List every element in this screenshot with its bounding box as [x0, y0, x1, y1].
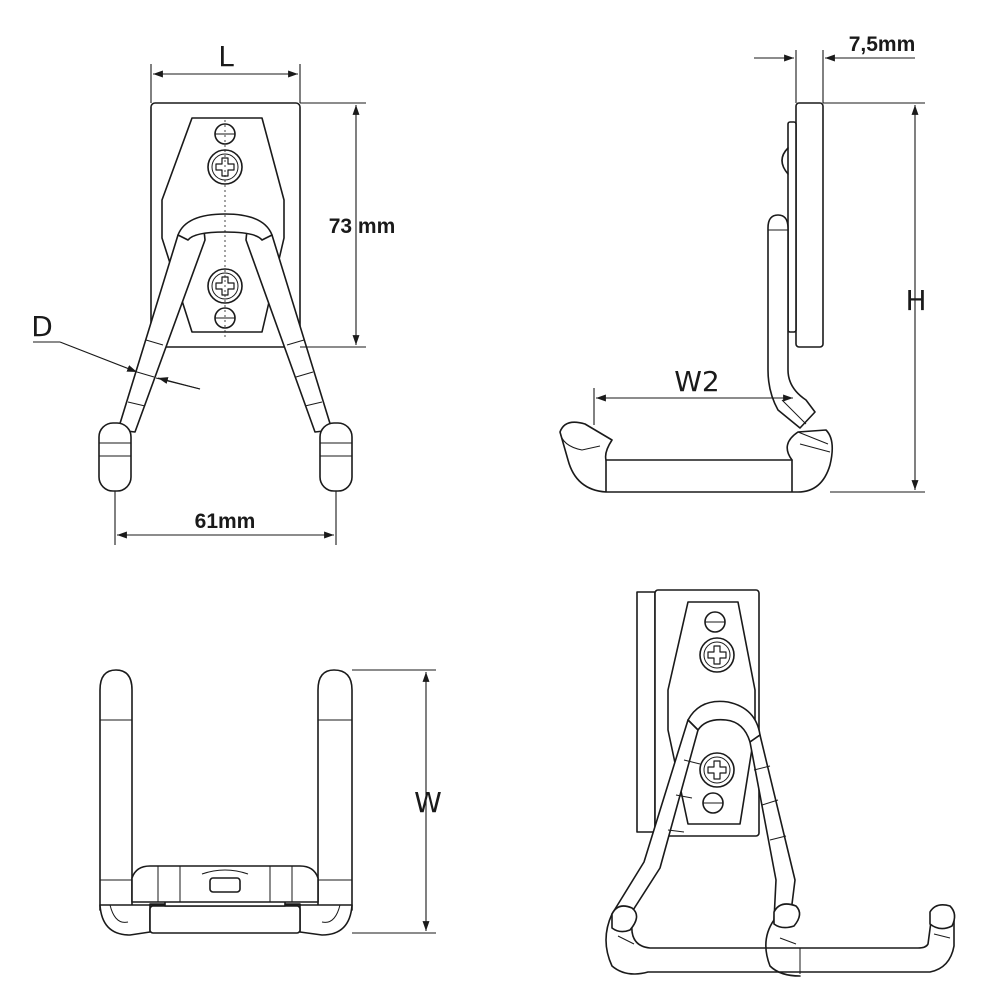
- top-right-arm: [317, 669, 353, 911]
- side-bottom-arm: [559, 421, 834, 493]
- dim-label-height: H: [905, 284, 926, 317]
- iso-bottom-rod: [605, 913, 955, 975]
- top-screw-head: [209, 877, 241, 893]
- top-view: W: [99, 669, 442, 936]
- dim-label-length: L: [218, 40, 234, 73]
- isometric-view: [605, 589, 956, 977]
- dim-label-height-73: 73 mm: [329, 215, 396, 238]
- side-bracket: [787, 121, 797, 333]
- dim-label-width-61: 61mm: [195, 510, 256, 533]
- front-view: L 73 mm D 61mm: [31, 40, 395, 545]
- dim-label-diameter: D: [31, 310, 53, 343]
- front-right-cap: [319, 422, 353, 492]
- side-backplate: [795, 102, 824, 348]
- top-left-arm: [99, 669, 133, 911]
- iso-right-cap: [929, 904, 956, 930]
- dim-label-width2: W2: [674, 365, 720, 398]
- iso-backplate-side: [636, 591, 656, 833]
- iso-left-cap: [611, 905, 638, 933]
- iso-middle-cap: [773, 903, 801, 929]
- top-u-base: [99, 903, 353, 936]
- top-backplate: [149, 905, 301, 934]
- side-view: 7,5mm H W2: [559, 33, 927, 493]
- dim-label-thickness: 7,5mm: [849, 33, 916, 56]
- dim-label-width: W: [414, 786, 442, 819]
- front-left-cap: [98, 422, 132, 492]
